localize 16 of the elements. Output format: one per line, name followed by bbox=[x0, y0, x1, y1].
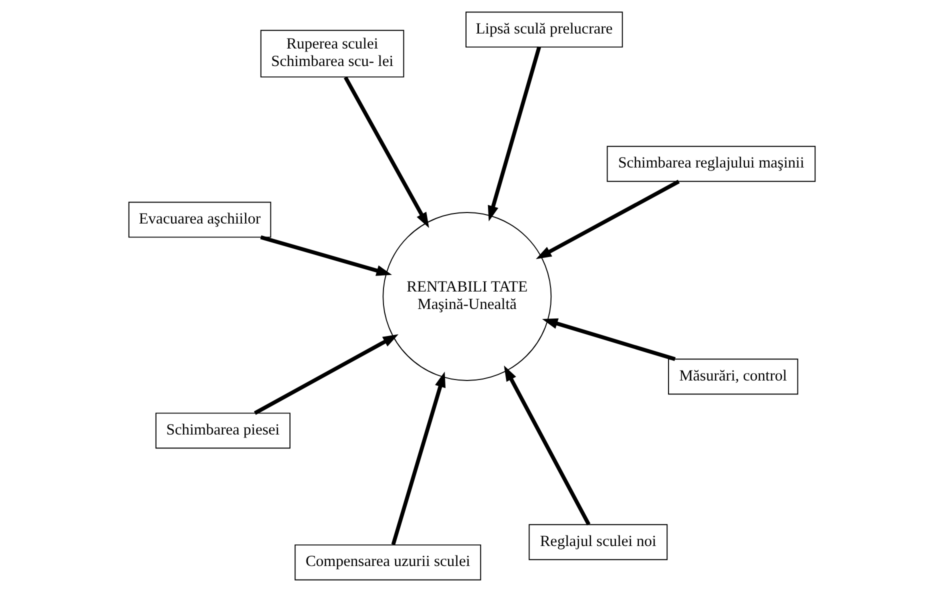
node-box: Schimbarea piesei bbox=[155, 412, 290, 449]
node-box: Compensarea uzurii sculei bbox=[294, 544, 482, 580]
node-box: Lipsă sculă prelucrare bbox=[466, 12, 623, 48]
node-box: Ruperea sculei Schimbarea scu- lei bbox=[260, 30, 404, 78]
arrow bbox=[536, 180, 680, 260]
node-box: Măsurări, control bbox=[668, 358, 798, 395]
node-box: Evacuarea aşchiilor bbox=[128, 202, 272, 238]
arrow bbox=[488, 46, 542, 222]
arrow bbox=[542, 318, 676, 361]
arrow bbox=[504, 366, 590, 526]
arrow bbox=[344, 76, 430, 228]
node-box: Schimbarea reglajului maşinii bbox=[606, 146, 816, 182]
arrow bbox=[254, 334, 398, 415]
arrow bbox=[391, 372, 446, 546]
arrow bbox=[260, 235, 392, 276]
node-box: Reglajul sculei noi bbox=[528, 524, 668, 560]
